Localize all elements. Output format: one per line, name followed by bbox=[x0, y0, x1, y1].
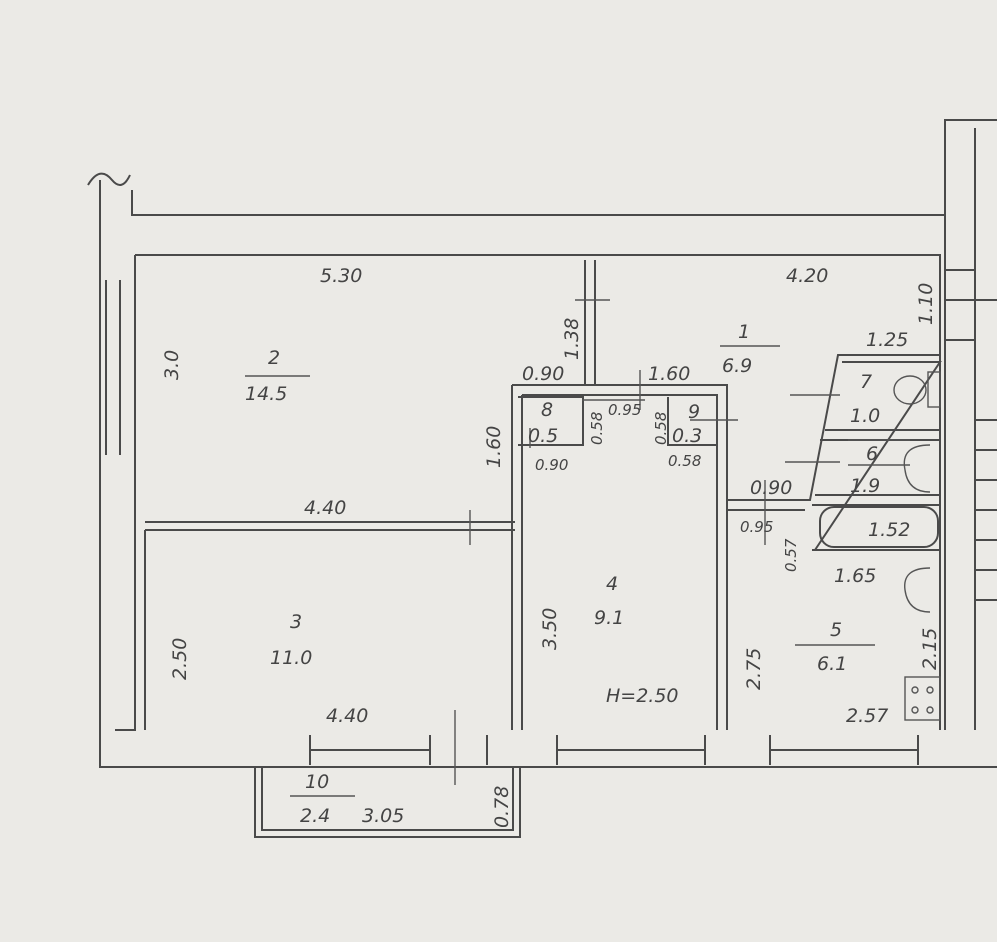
room-3-number: 3 bbox=[290, 611, 302, 633]
toilet-icon bbox=[893, 375, 927, 405]
room-labels: 1 6.9 2 14.5 3 11.0 4 9.1 5 6.1 6 1.9 7 … bbox=[245, 321, 880, 827]
stove-icon bbox=[904, 676, 941, 721]
room-7-number: 7 bbox=[860, 371, 872, 393]
room-3-area: 11.0 bbox=[270, 647, 312, 669]
dim-label: 1.10 bbox=[915, 283, 937, 325]
walls bbox=[87, 119, 997, 838]
room-4-number: 4 bbox=[606, 573, 618, 595]
room-8-area: 0.5 bbox=[528, 425, 558, 447]
room-5-number: 5 bbox=[830, 619, 842, 641]
room-4-area: 9.1 bbox=[594, 607, 624, 629]
dim-label: 0.58 bbox=[668, 452, 701, 470]
dim-label: 2.57 bbox=[846, 705, 888, 727]
room-8-number: 8 bbox=[541, 399, 553, 421]
dim-label: 0.57 bbox=[782, 538, 800, 572]
fixtures bbox=[893, 371, 941, 721]
room-1-number: 1 bbox=[738, 321, 750, 343]
dim-label: 1.60 bbox=[648, 363, 690, 385]
room-2-area: 14.5 bbox=[245, 383, 287, 405]
dim-label: 0.58 bbox=[652, 412, 670, 445]
dim-label: 1.60 bbox=[483, 426, 505, 468]
ceiling-height-label: H=2.50 bbox=[606, 685, 679, 707]
dim-label: 4.20 bbox=[786, 265, 828, 287]
dim-label: 2.75 bbox=[743, 648, 765, 690]
room-1-area: 6.9 bbox=[722, 355, 752, 377]
dim-label: 0.58 bbox=[588, 412, 606, 445]
dimension-labels: 5.30 4.20 1.10 1.25 3.0 1.38 0.90 1.60 1… bbox=[161, 265, 941, 828]
room-7-area: 1.0 bbox=[850, 405, 880, 427]
dim-label: 4.40 bbox=[304, 497, 346, 519]
dim-label: 1.25 bbox=[866, 329, 908, 351]
dim-label: 0.95 bbox=[608, 401, 641, 419]
dim-label: 1.65 bbox=[834, 565, 876, 587]
sink-icon-kitchen bbox=[904, 567, 931, 613]
room-10-number: 10 bbox=[305, 771, 329, 793]
room-6-number: 6 bbox=[866, 443, 878, 465]
dim-label: 3.0 bbox=[161, 350, 183, 380]
dim-label: 1.38 bbox=[561, 318, 583, 360]
dim-label: 0.90 bbox=[750, 477, 792, 499]
dim-label: 3.05 bbox=[362, 805, 404, 827]
dim-label: 3.50 bbox=[539, 608, 561, 650]
dim-label: 2.15 bbox=[919, 628, 941, 670]
dimension-ticks bbox=[245, 299, 910, 797]
dim-label: 0.90 bbox=[522, 363, 564, 385]
dim-label: 1.52 bbox=[868, 519, 910, 541]
room-2-number: 2 bbox=[268, 347, 280, 369]
sink-icon bbox=[903, 444, 931, 493]
dim-label: 0.95 bbox=[740, 518, 773, 536]
room-10-area: 2.4 bbox=[300, 805, 330, 827]
room-9-area: 0.3 bbox=[672, 425, 702, 447]
dim-label: 5.30 bbox=[320, 265, 362, 287]
room-9-number: 9 bbox=[688, 401, 700, 423]
room-6-area: 1.9 bbox=[850, 475, 880, 497]
dim-label: 2.50 bbox=[169, 638, 191, 680]
dim-label: 0.78 bbox=[491, 786, 513, 828]
dim-label: 4.40 bbox=[326, 705, 368, 727]
room-5-area: 6.1 bbox=[817, 653, 847, 675]
dim-label: 0.90 bbox=[535, 456, 568, 474]
